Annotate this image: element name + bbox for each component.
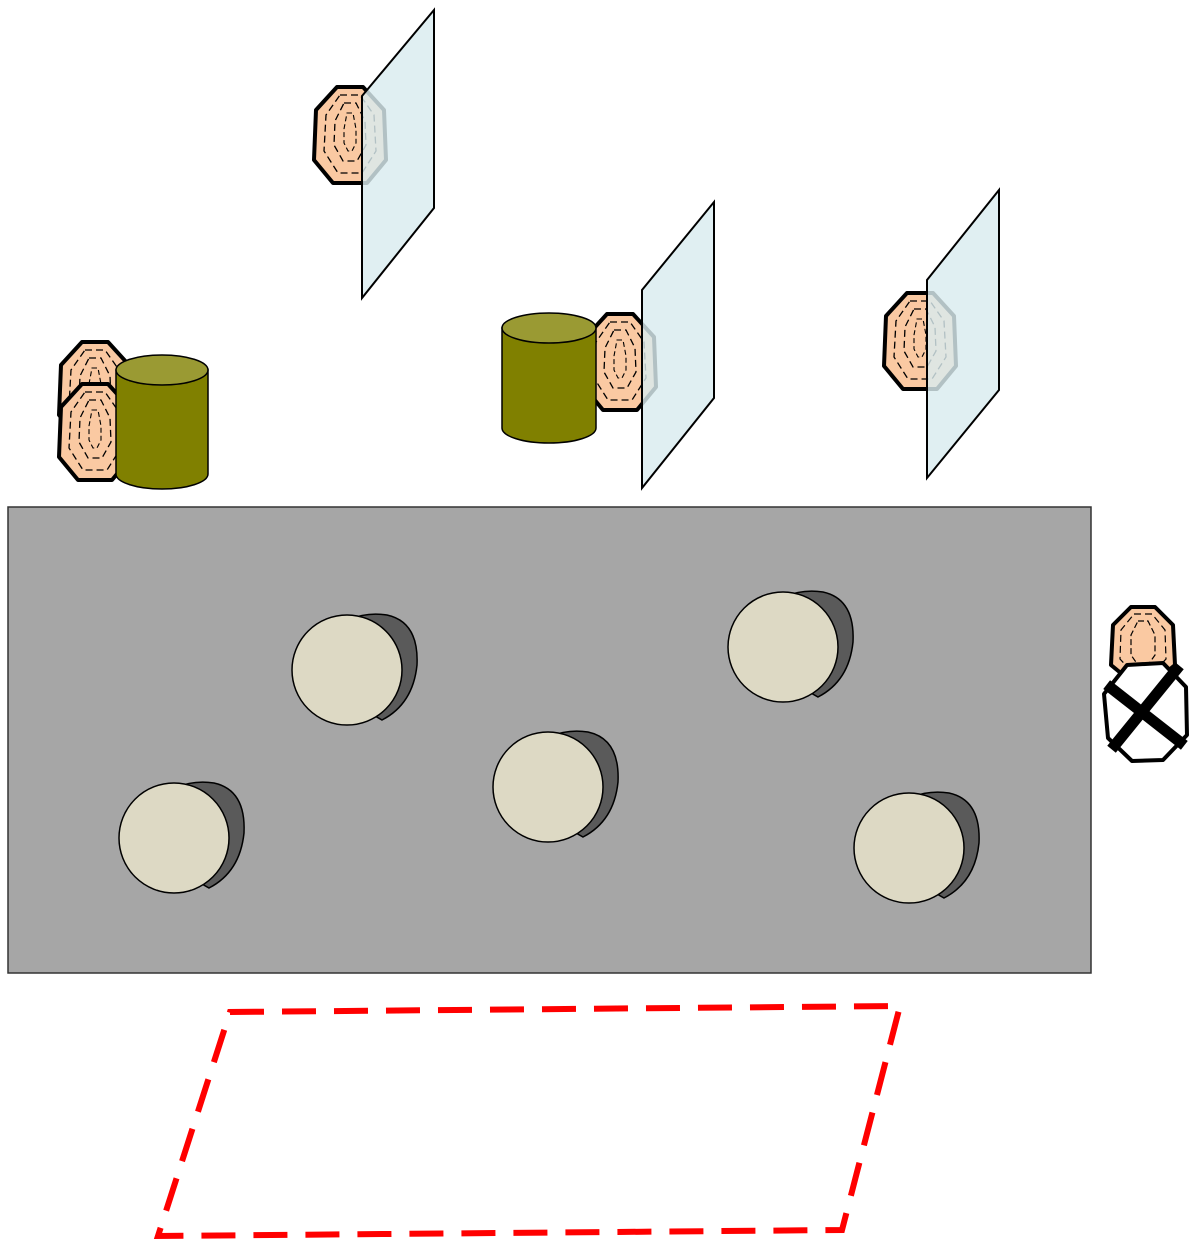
pole-3: [492, 730, 619, 843]
glass-panel-right: [926, 187, 1000, 481]
glass-panel-top: [361, 7, 435, 301]
crossed-out-icon: [1102, 661, 1189, 763]
pole-4: [118, 781, 245, 894]
pole-5: [853, 791, 980, 904]
glass-panel-middle: [641, 199, 715, 491]
barrel-left: [115, 354, 209, 490]
barrel-middle: [501, 312, 597, 444]
glass-group-right: [882, 187, 1000, 481]
glass-group-top: [312, 7, 435, 301]
glass-group-middle: [582, 199, 715, 491]
pole-1: [291, 613, 418, 726]
dashed-zone: [153, 1002, 904, 1240]
pole-2: [727, 590, 854, 703]
